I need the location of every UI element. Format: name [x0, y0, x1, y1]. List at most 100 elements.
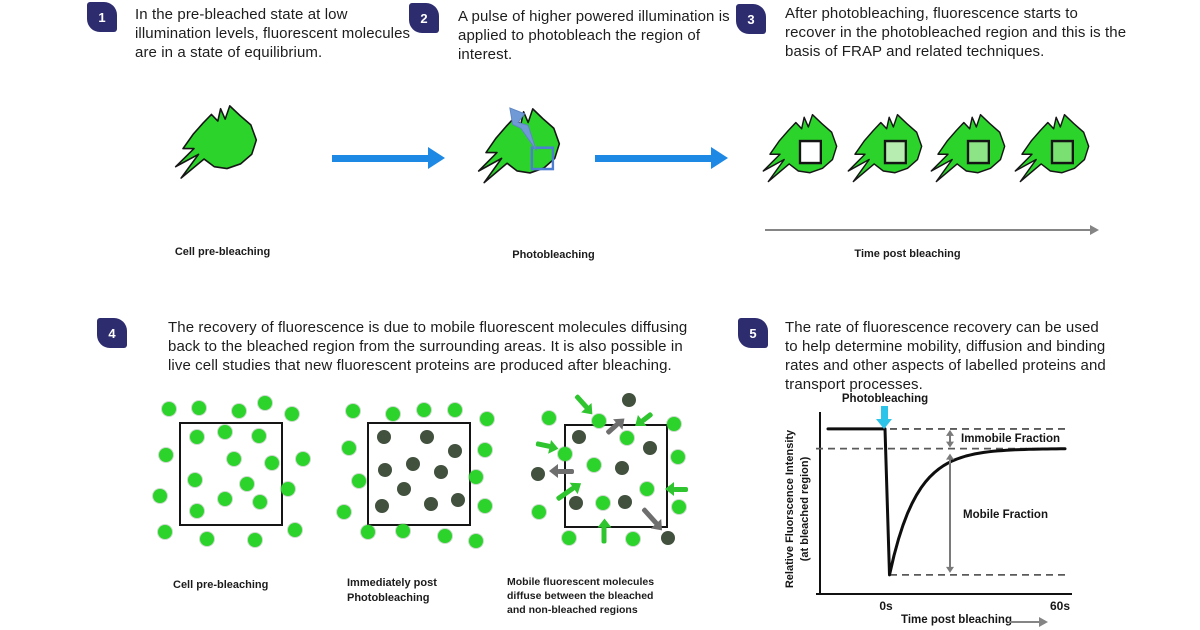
molecule-dot-green — [469, 534, 483, 548]
molecule-dot-green — [337, 505, 351, 519]
molecule-dot-green — [342, 441, 356, 455]
molecule-dot-green — [253, 495, 267, 509]
molecule-dot-green — [218, 425, 232, 439]
molecule-dot-green — [361, 525, 375, 539]
cell-recovery-1 — [762, 113, 838, 183]
molecule-dot-bleached — [434, 465, 448, 479]
step-text-1: In the pre-bleached state at low illumin… — [135, 6, 411, 62]
bleached-region-outline — [179, 422, 283, 526]
caption-cell-pre-bleaching-2: Cell pre-bleaching — [173, 579, 269, 591]
bleached-region-square — [966, 139, 990, 165]
lightning-bolt-icon — [509, 107, 537, 151]
molecule-dot-green — [346, 404, 360, 418]
molecule-dot-green — [542, 411, 556, 425]
frap-recovery-chart — [816, 412, 1072, 595]
chart-x-axis-label: Time post bleaching — [901, 614, 1012, 626]
molecule-dot-green — [192, 401, 206, 415]
molecule-dot-green — [162, 402, 176, 416]
molecule-dot-bleached — [375, 499, 389, 513]
bleached-region-square — [883, 139, 907, 165]
molecule-dot-green — [218, 492, 232, 506]
molecule-dot-green — [258, 396, 272, 410]
arrow-head — [428, 147, 445, 169]
molecule-dot-green — [288, 523, 302, 537]
arrow-step2-to-step3 — [595, 147, 729, 169]
molecule-dot-bleached — [406, 457, 420, 471]
molecule-dot-green — [532, 505, 546, 519]
diffusion-arrow-in — [601, 526, 607, 544]
molecule-dot-green — [281, 482, 295, 496]
molecule-dot-green — [626, 532, 640, 546]
cell-recovery-2 — [847, 113, 923, 183]
molecule-dot-green — [158, 525, 172, 539]
molecule-dot-green — [227, 452, 241, 466]
arrow-head — [711, 147, 728, 169]
x-axis-label-arrow-line — [1009, 621, 1039, 623]
molecule-dot-bleached — [622, 393, 636, 407]
molecule-dot-green — [265, 456, 279, 470]
diffusion-arrow-in — [640, 411, 654, 424]
step-badge-4: 4 — [97, 318, 127, 348]
step-text-5: The rate of fluorescence recovery can be… — [785, 319, 1106, 394]
x-tick-0s: 0s — [879, 599, 893, 613]
diffusion-arrow-in — [673, 487, 688, 492]
molecule-dot-green — [596, 496, 610, 510]
molecule-dot-green — [480, 412, 494, 426]
molecule-dot-bleached — [618, 495, 632, 509]
molecule-dot-bleached — [451, 493, 465, 507]
molecule-dot-green — [640, 482, 654, 496]
cell-recovery-3 — [930, 113, 1006, 183]
molecule-dot-green — [587, 458, 601, 472]
molecule-dot-green — [592, 414, 606, 428]
molecule-dot-green — [296, 452, 310, 466]
molecule-dot-green — [153, 489, 167, 503]
caption-mobile-diffuse: Mobile fluorescent molecules diffuse bet… — [507, 576, 655, 617]
molecule-dot-green — [352, 474, 366, 488]
molecule-dot-bleached — [420, 430, 434, 444]
mobile-fraction-label: Mobile Fraction — [963, 509, 1048, 521]
molecule-dot-green — [469, 470, 483, 484]
immobile-fraction-label: Immobile Fraction — [961, 433, 1061, 445]
molecule-dot-green — [240, 477, 254, 491]
molecule-dot-green — [232, 404, 246, 418]
cell-recovery-4 — [1014, 113, 1090, 183]
molecule-dot-green — [285, 407, 299, 421]
molecule-dot-bleached — [424, 497, 438, 511]
molecule-dot-green — [672, 500, 686, 514]
molecule-dot-green — [620, 431, 634, 445]
molecule-dot-green — [396, 524, 410, 538]
step-text-4: The recovery of fluorescence is due to m… — [168, 319, 688, 375]
molecule-dot-bleached — [531, 467, 545, 481]
molecule-dot-green — [448, 403, 462, 417]
x-axis-label-arrow-head — [1039, 617, 1048, 627]
photobleach-pulse-arrow-head — [876, 419, 892, 429]
x-tick-60s: 60s — [1049, 599, 1071, 613]
molecule-dot-bleached — [377, 430, 391, 444]
caption-time-post-bleaching: Time post bleaching — [854, 248, 961, 260]
molecule-dot-green — [248, 533, 262, 547]
photobleach-pulse-arrow — [881, 406, 888, 419]
molecule-dot-bleached — [643, 441, 657, 455]
arrow-shaft — [595, 154, 711, 162]
molecule-dot-bleached — [448, 444, 462, 458]
step-text-2: A pulse of higher powered illumination i… — [458, 8, 730, 64]
arrow-shaft — [332, 154, 428, 162]
step-text-3: After photobleaching, fluorescence start… — [785, 5, 1127, 61]
chart-y-axis-label: Relative Fluorscence Intensity (at bleac… — [784, 429, 811, 589]
molecule-dot-green — [438, 529, 452, 543]
diffusion-arrow-in — [574, 393, 590, 410]
molecule-dot-bleached — [615, 461, 629, 475]
caption-immediately-post: Immediately post Photobleaching — [347, 577, 437, 604]
molecule-dot-green — [478, 499, 492, 513]
timeline-arrow-head — [1090, 225, 1099, 235]
roi-outline — [530, 146, 555, 171]
molecule-dot-bleached — [378, 463, 392, 477]
step-badge-1: 1 — [87, 2, 117, 32]
molecule-dot-green — [200, 532, 214, 546]
timeline-arrow-line — [765, 229, 1090, 231]
molecule-dot-bleached — [569, 496, 583, 510]
molecule-dot-green — [190, 430, 204, 444]
diffusion-arrow-in — [535, 441, 552, 450]
